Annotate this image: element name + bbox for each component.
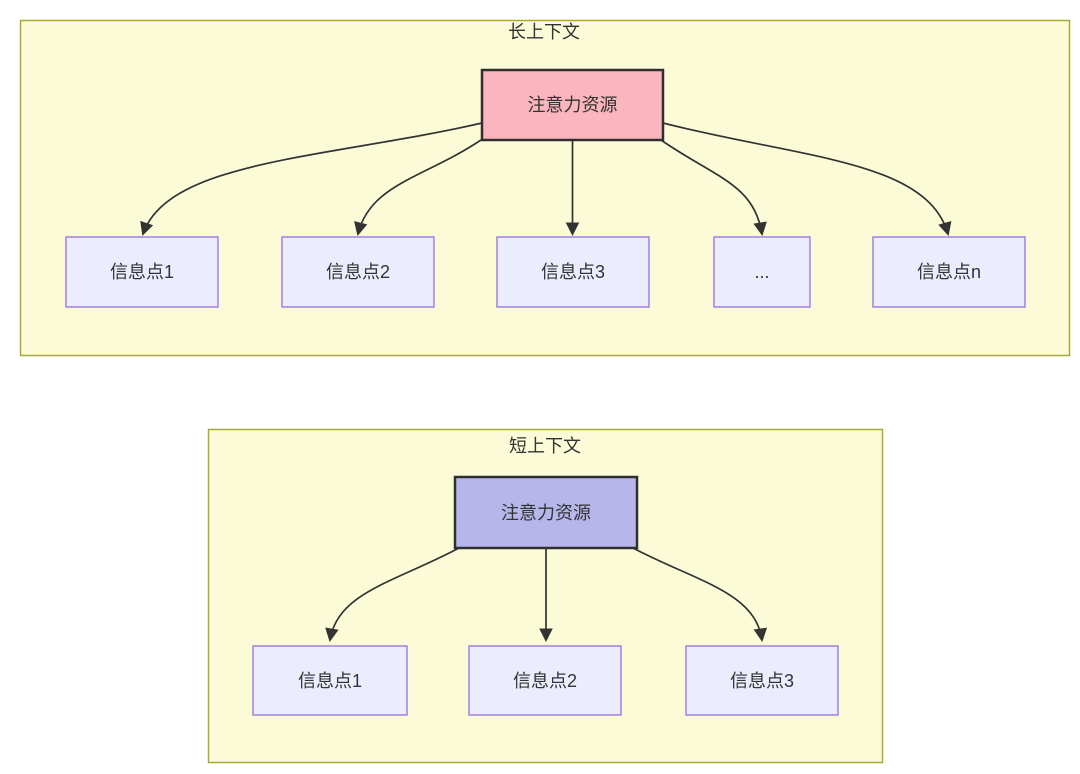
long-arrow-to-info1 [140, 122, 483, 236]
long-attention-label: 注意力资源 [528, 95, 618, 115]
long-info-label-n: 信息点n [917, 262, 981, 282]
short-arrow-to-info3 [632, 547, 768, 643]
long-info-node-1 [65, 236, 219, 308]
long-attention-node [480, 68, 665, 142]
long-info-label-2: 信息点2 [326, 262, 390, 282]
short-arrow-to-info1 [325, 547, 460, 643]
short-info-label-2: 信息点2 [513, 671, 577, 691]
long-info-node-ellipsis [713, 236, 811, 308]
long-info-label-1: 信息点1 [110, 262, 174, 282]
long-info-node-3 [496, 236, 650, 308]
long-arrow-to-info2 [354, 139, 482, 236]
long-context-title: 长上下文 [508, 22, 580, 42]
short-attention-node [453, 475, 639, 550]
long-arrow-to-infon [662, 122, 952, 236]
long-arrow-to-ellipsis [660, 139, 767, 237]
long-info-node-n [872, 236, 1026, 308]
long-info-node-2 [281, 236, 435, 308]
short-attention-label: 注意力资源 [501, 503, 591, 523]
section-long-context: 长上下文 注意力资源 信息点1 信息点2 信息点3 ... 信息点n [19, 19, 1071, 357]
short-context-title: 短上下文 [509, 436, 581, 456]
short-info-label-1: 信息点1 [298, 671, 362, 691]
short-info-label-3: 信息点3 [730, 671, 794, 691]
long-info-label-ellipsis: ... [754, 262, 769, 282]
section-short-context: 短上下文 注意力资源 信息点1 信息点2 信息点3 [207, 428, 884, 764]
short-info-node-1 [252, 645, 408, 716]
short-info-node-2 [468, 645, 622, 716]
long-info-label-3: 信息点3 [541, 262, 605, 282]
short-info-node-3 [685, 645, 839, 716]
